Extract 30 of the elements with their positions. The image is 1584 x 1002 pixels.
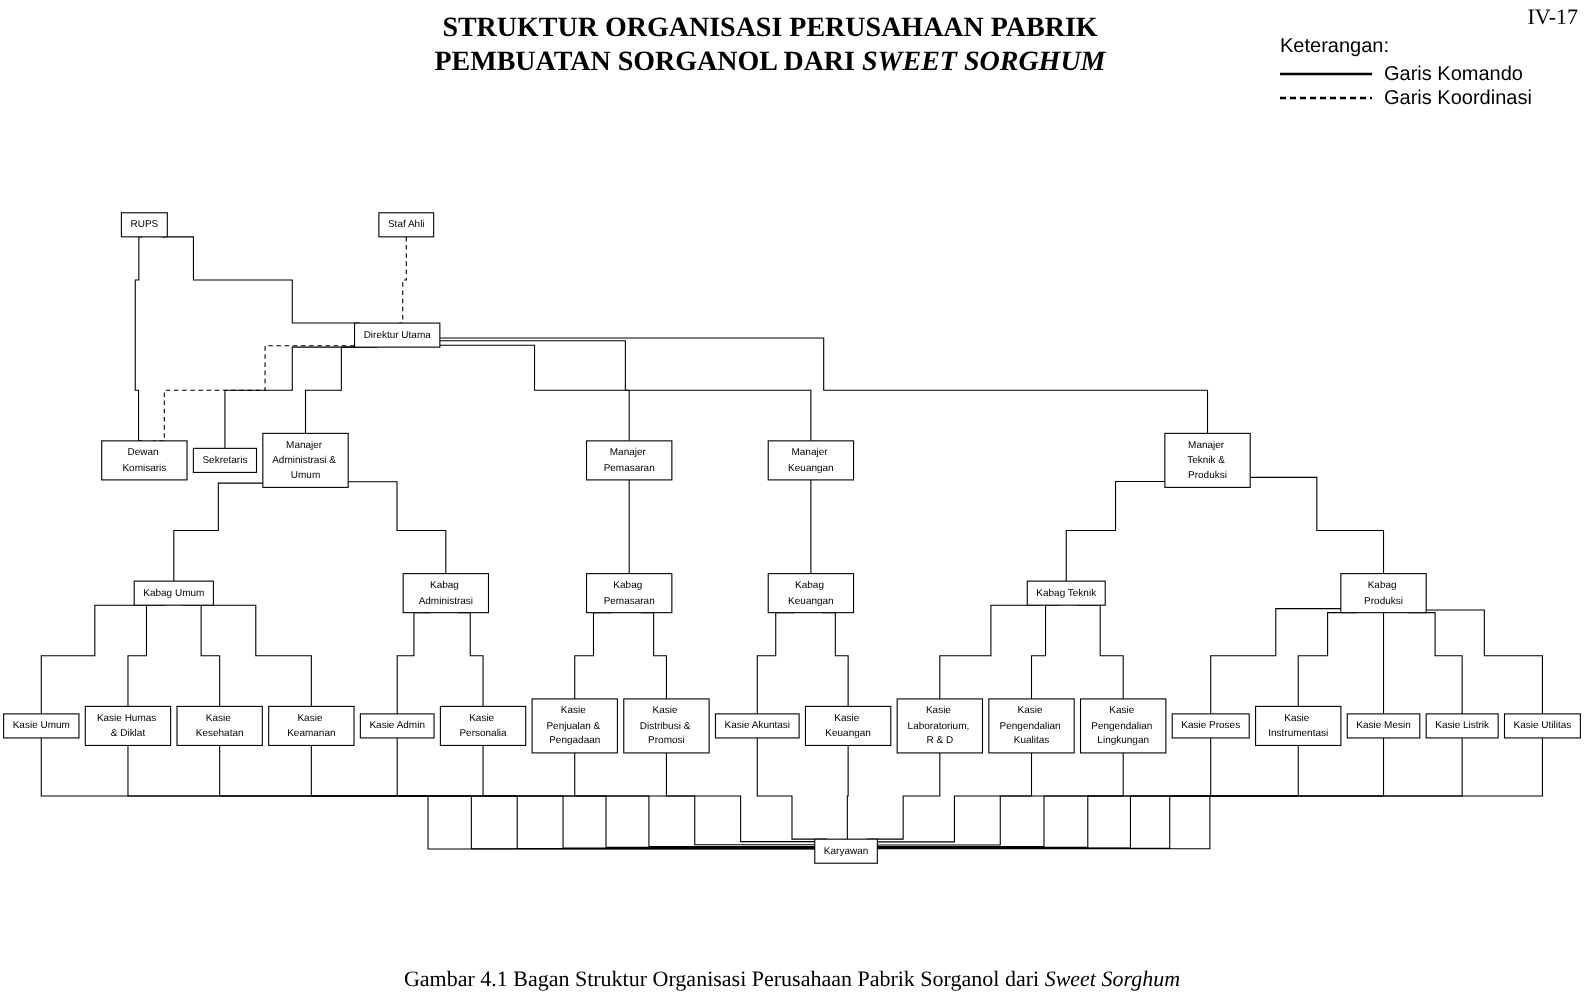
connector: [574, 752, 816, 846]
connector: [439, 337, 1209, 434]
connector: [310, 744, 816, 849]
legend-text: Garis Koordinasi: [1384, 87, 1532, 109]
diagram-title: STRUKTUR ORGANISASI PERUSAHAAN PABRIK PEMBUATAN SORGANOL DARI SWEET SORGHUM: [432, 12, 1108, 80]
connector: [1383, 612, 1385, 715]
connector: [810, 479, 812, 575]
connector: [396, 737, 816, 848]
connector: [482, 744, 816, 847]
connector: [628, 479, 630, 575]
figure-caption: Gambar 4.1 Bagan Struktur Organisasi Perusahaan Pabrik Sorganol dari Sweet Sorghum: [401, 966, 1183, 994]
page-number: IV-17: [1527, 6, 1578, 30]
connector: [347, 481, 447, 575]
legend-heading: Keterangan:: [1280, 36, 1389, 58]
connector: [876, 744, 1299, 848]
connector: [1249, 476, 1385, 575]
connector: [40, 737, 816, 850]
connector: [1065, 481, 1166, 582]
connector: [876, 752, 1124, 846]
connector: [1210, 608, 1342, 715]
connector: [1425, 609, 1543, 715]
connector: [876, 737, 1212, 847]
connector: [876, 752, 1033, 843]
connector: [439, 344, 630, 442]
connector: [665, 752, 816, 843]
legend-text: Garis Komando: [1384, 63, 1523, 85]
connector: [439, 340, 812, 442]
connector: [173, 482, 264, 582]
connector: [134, 236, 143, 442]
connector: [845, 744, 849, 840]
